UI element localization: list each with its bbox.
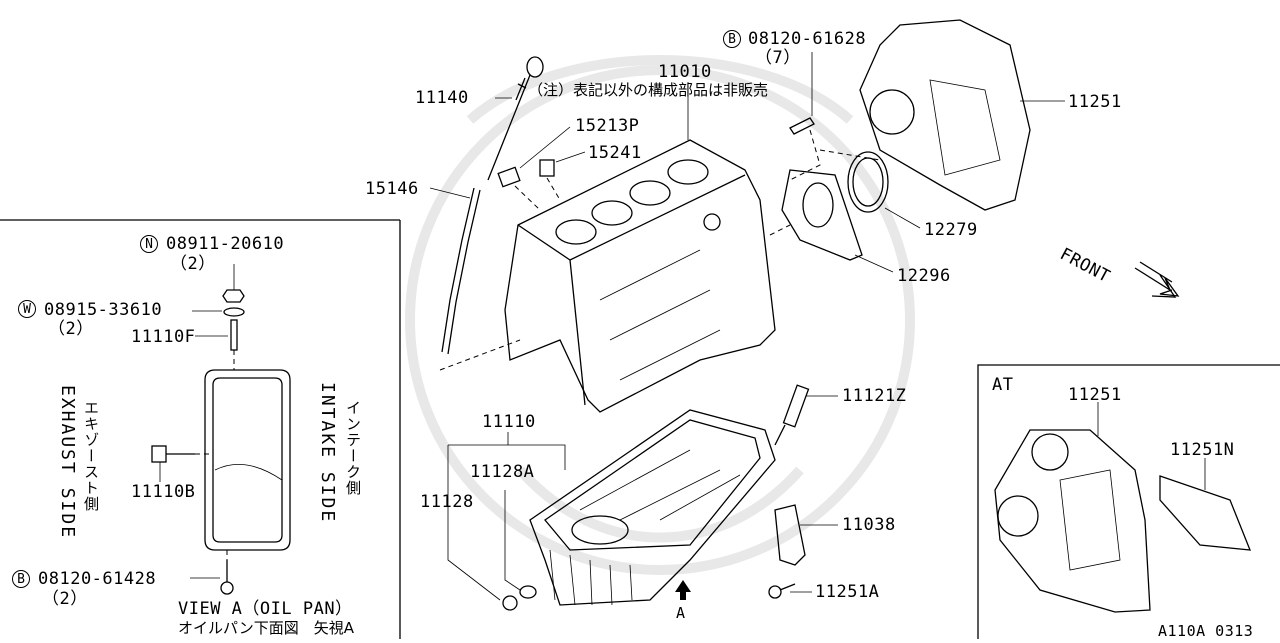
view-a-title: VIEW A（OIL PAN） [178, 599, 353, 619]
label-11251a: 11251A [815, 582, 880, 602]
plugs [497, 126, 586, 211]
figure-code: A110A 0313 [1158, 622, 1254, 640]
label-11038: 11038 [842, 515, 896, 535]
front-arrow [1134, 261, 1180, 298]
qty-bolt-08120-61628: （7） [755, 48, 801, 68]
label-15213p: 15213P [575, 116, 640, 136]
intake-side-label: INTAKE SIDE [317, 382, 338, 524]
qty-nut: （2） [170, 254, 216, 274]
seal-retainer [769, 169, 894, 273]
note-not-sold: （注）表記以外の構成部品は非販売 [528, 81, 769, 99]
dipstick [487, 56, 544, 181]
drain-plug [447, 432, 566, 611]
label-11110b: 11110B [131, 482, 196, 502]
label-bolt-08120-61628: 08120-61628 [748, 29, 867, 49]
at-box-label: AT [992, 375, 1014, 395]
view-a-title-jp: オイルパン下面図 矢視A [178, 619, 355, 637]
label-at-11251n: 11251N [1170, 440, 1235, 460]
label-11140: 11140 [415, 88, 469, 108]
rear-plate-bolt [789, 52, 821, 181]
qty-bolt-08120-61428: （2） [42, 589, 88, 609]
label-arrow-a: A [676, 604, 686, 622]
label-15241: 15241 [588, 143, 642, 163]
circle-b-marker-view-a: B [12, 570, 30, 588]
circle-n-marker: N [140, 235, 158, 253]
at-box [977, 364, 1280, 639]
qty-washer: （2） [48, 319, 94, 339]
oil-pan [529, 409, 776, 606]
label-11128a: 11128A [470, 462, 535, 482]
circle-b-marker: B [723, 30, 741, 48]
label-nut-08911-20610: 08911-20610 [166, 234, 285, 254]
oil-seal [847, 151, 921, 229]
label-11121z: 11121Z [842, 386, 907, 406]
view-a-box [0, 219, 401, 639]
watermark-emblem [405, 55, 915, 575]
bolt-11251a [768, 583, 812, 599]
label-bolt-08120-61428: 08120-61428 [38, 569, 157, 589]
oil-level-gauge [774, 384, 838, 446]
label-12279: 12279 [924, 220, 978, 240]
rear-plate-top [819, 19, 1065, 211]
view-a-arrow [675, 580, 691, 600]
label-11110: 11110 [482, 412, 536, 432]
circle-w-marker: W [18, 300, 36, 318]
exhaust-side-label: EXHAUST SIDE [57, 385, 78, 540]
cylinder-block [439, 82, 776, 413]
dipstick-guide [429, 187, 481, 355]
label-washer-08915-33610: 08915-33610 [44, 300, 163, 320]
label-11128: 11128 [420, 492, 474, 512]
exhaust-side-jp-label: エキゾースト側 [82, 400, 100, 512]
intake-side-jp-label: インテーク側 [344, 400, 362, 496]
label-11010: 11010 [658, 62, 712, 82]
label-at-11251: 11251 [1068, 385, 1122, 405]
label-11110f: 11110F [131, 327, 196, 347]
label-15146: 15146 [365, 179, 419, 199]
label-12296: 12296 [897, 266, 951, 286]
bracket [774, 504, 838, 566]
label-11251-top: 11251 [1068, 92, 1122, 112]
